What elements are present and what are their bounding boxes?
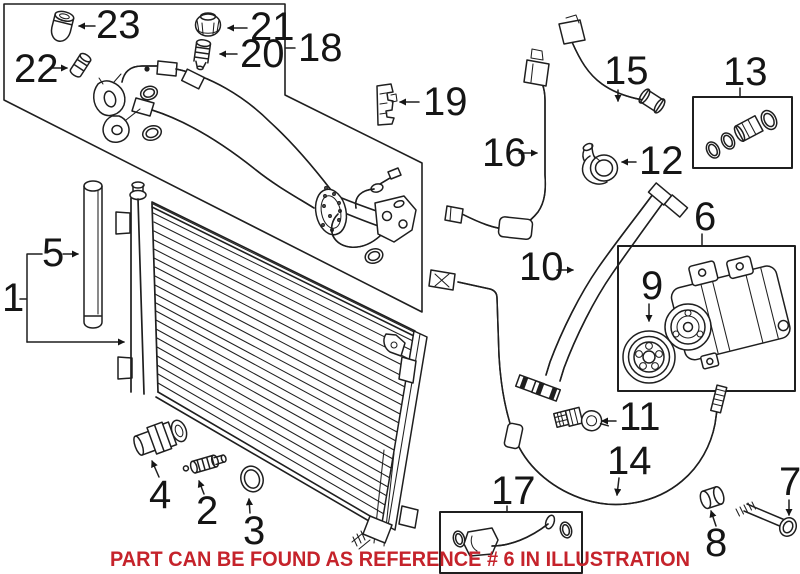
bushing-8 [699, 486, 725, 510]
hose-end-fitting [530, 380, 562, 402]
callout-19: 19 [423, 80, 468, 124]
grommet-disc [314, 186, 348, 236]
callout-15: 15 [604, 49, 649, 93]
bushing [733, 115, 764, 143]
callout-14: 14 [607, 439, 652, 483]
hose-16 [444, 48, 550, 240]
callout-10: 10 [519, 245, 564, 289]
pressure-sensor-4 [133, 419, 188, 456]
end-fitting-block [330, 167, 417, 265]
pipe-box-17 [439, 511, 583, 574]
callout-4: 4 [149, 473, 171, 517]
mounting-flange [93, 73, 141, 143]
mount-tab [117, 356, 133, 380]
hose-assembly-box-18 [3, 3, 423, 313]
clamp-12 [581, 142, 619, 185]
threaded-tip [710, 384, 728, 414]
receiver-drier-5 [83, 180, 103, 329]
callout-18: 18 [298, 26, 343, 70]
callout-17: 17 [491, 469, 536, 513]
cap-21 [194, 12, 222, 37]
cap-23 [50, 10, 75, 42]
condenser-1 [115, 181, 428, 550]
callout-6: 6 [694, 195, 716, 239]
condenser-outlet-fitting [351, 515, 393, 550]
sensor-11 [553, 406, 610, 432]
bracket-clip-19 [376, 83, 398, 126]
oring [139, 85, 163, 142]
callout-9: 9 [641, 264, 663, 308]
hose-pair-10 [514, 182, 689, 402]
condenser-fins [152, 203, 415, 515]
callout-7: 7 [779, 460, 800, 504]
callout-5: 5 [42, 231, 64, 275]
callout-20: 20 [240, 32, 285, 76]
valve-core-20 [193, 39, 212, 71]
callout-23: 23 [96, 3, 141, 47]
charge-valve-2 [182, 454, 227, 474]
bolt-dot [144, 66, 150, 72]
hose-14 [428, 269, 728, 506]
clutch-pulley-9 [622, 330, 676, 384]
footer-note: PART CAN BE FOUND AS REFERENCE # 6 IN IL… [110, 548, 690, 571]
callout-11: 11 [619, 395, 661, 439]
callout-21: 21 [250, 5, 295, 49]
callouts: 1 5 23 22 21 20 18 19 16 15 13 [2, 3, 800, 565]
callout-13: 13 [723, 50, 768, 94]
callout-3: 3 [243, 509, 265, 553]
callout-16: 16 [482, 131, 527, 175]
callout-2: 2 [196, 489, 218, 533]
hose-15 [558, 14, 666, 114]
valve-core-22 [69, 52, 92, 78]
clutch-plate [664, 303, 712, 351]
bolt-7 [735, 501, 798, 537]
mount-tab [115, 211, 131, 235]
callout-22: 22 [14, 47, 59, 91]
oring-3 [240, 465, 264, 493]
callout-8: 8 [705, 521, 727, 565]
compressor-box-6 [617, 245, 796, 392]
callout-12: 12 [639, 139, 684, 183]
oring-kit-box-13 [692, 96, 793, 169]
filler-neck [131, 181, 145, 189]
callout-1: 1 [2, 276, 24, 320]
